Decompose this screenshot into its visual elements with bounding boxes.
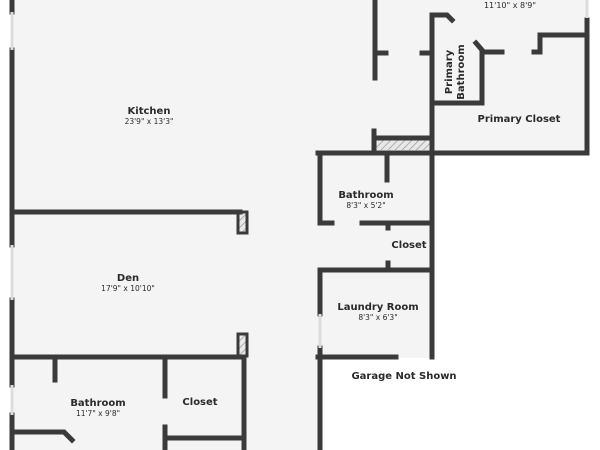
windows — [10, 0, 589, 415]
room-closet-lower: Closet — [182, 397, 218, 408]
room-dims: 11'7" x 9'8" — [75, 409, 121, 418]
room-name-line1: Primary — [444, 49, 455, 95]
room-dims: 8'3" x 6'3" — [358, 313, 398, 322]
room-primary-bathroom: Primary Bathroom — [444, 44, 468, 99]
room-closet-mid: Closet — [391, 240, 427, 251]
top-right-room-dims: 11'10" x 8'9" — [483, 1, 537, 10]
walls — [9, 0, 590, 450]
room-name-line2: Bathroom — [456, 44, 467, 100]
room-name: Bathroom — [70, 398, 126, 409]
room-name: Kitchen — [127, 106, 171, 117]
room-name: Bathroom — [338, 190, 394, 201]
room-den: Den 17'9" x 10'10" — [101, 273, 155, 293]
room-bathroom-mid: Bathroom 8'3" x 5'2" — [338, 190, 393, 210]
hatched-fixture — [376, 138, 432, 150]
room-dims: 17'9" x 10'10" — [101, 284, 155, 293]
pillar — [236, 210, 249, 235]
room-bathroom-lower: Bathroom 11'7" x 9'8" — [70, 398, 125, 418]
room-dims: 23'9" x 13'3" — [124, 117, 174, 126]
room-primary-closet: Primary Closet — [477, 114, 561, 125]
room-laundry: Laundry Room 8'3" x 6'3" — [337, 302, 418, 322]
garage-note: Garage Not Shown — [351, 371, 457, 382]
room-name: Laundry Room — [337, 302, 419, 313]
floor-area — [12, 0, 587, 450]
room-kitchen: Kitchen 23'9" x 13'3" — [125, 106, 174, 126]
room-name: Den — [116, 273, 140, 284]
pillar — [236, 332, 249, 358]
room-dims: 8'3" x 5'2" — [346, 201, 386, 210]
